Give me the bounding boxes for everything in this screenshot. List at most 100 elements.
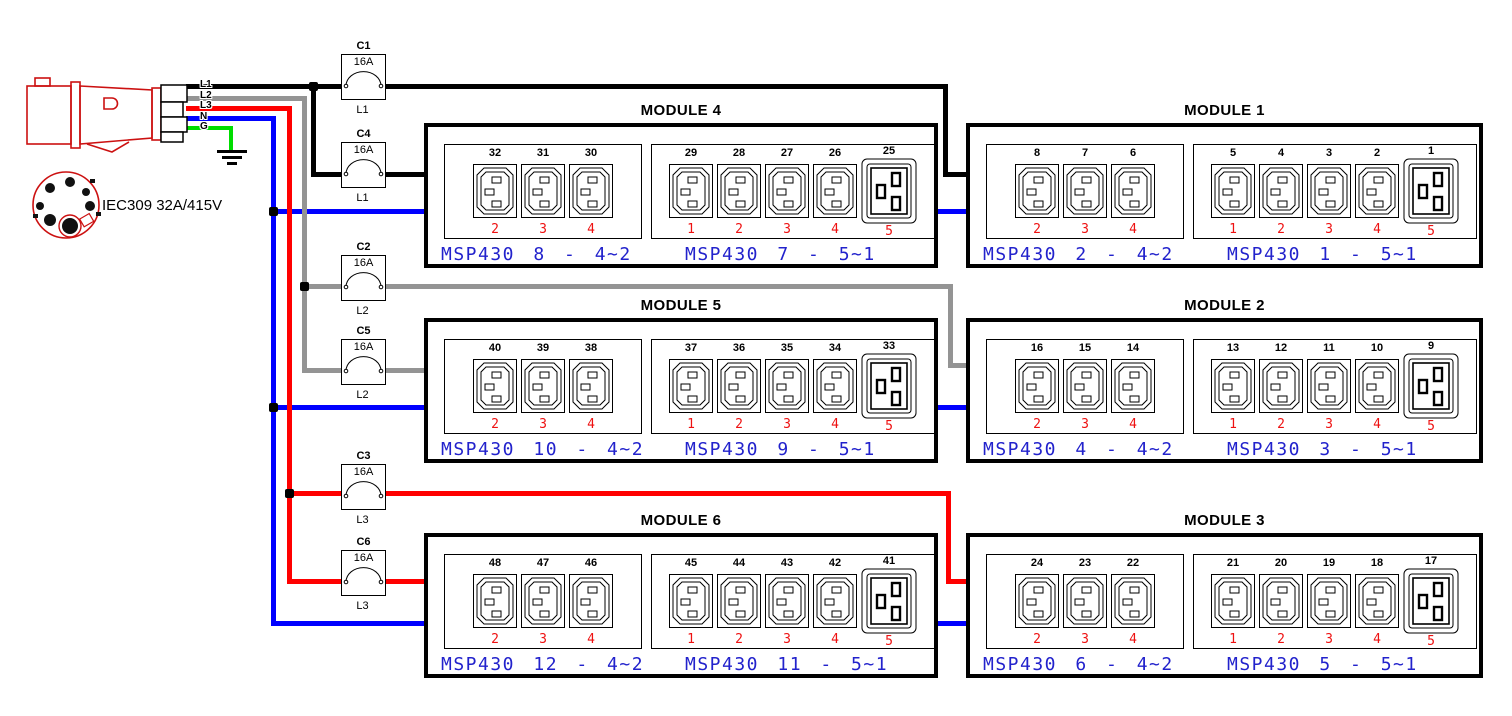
- ground-from-plug: [186, 126, 233, 130]
- breaker-arc-icon: [343, 567, 384, 585]
- c13-socket-icon: [1355, 164, 1399, 218]
- position-number: 1: [1229, 631, 1237, 647]
- c13-socket-icon: [1307, 359, 1351, 413]
- c13-socket-icon: [1259, 359, 1303, 413]
- outlet-c13-icon: [669, 574, 713, 628]
- position-number: 5: [885, 418, 893, 434]
- position-number: 2: [1033, 416, 1041, 432]
- outlet-c13-icon: [1063, 359, 1107, 413]
- outlet-c13-icon: [521, 574, 565, 628]
- position-number: 4: [831, 631, 839, 647]
- l1-into-module1: [943, 172, 972, 177]
- group-label: MSP430 2 - 4~2: [983, 244, 1174, 265]
- breaker-rating: 16A: [353, 56, 374, 68]
- outlet-c13-icon: [1307, 359, 1351, 413]
- c13-socket-icon: [473, 574, 517, 628]
- c13-socket-icon: [765, 574, 809, 628]
- outlet-c13-icon: [1015, 574, 1059, 628]
- outlet-c13-icon: [765, 164, 809, 218]
- position-number: 5: [1427, 418, 1435, 434]
- outlet-c13-icon: [1063, 574, 1107, 628]
- outlet-c13-icon: [1259, 359, 1303, 413]
- outlet-c13-icon: [473, 164, 517, 218]
- c13-socket-icon: [669, 359, 713, 413]
- outlet-number: 2: [1373, 146, 1381, 159]
- position-number: 3: [783, 416, 791, 432]
- outlet-number: 3: [1325, 146, 1333, 159]
- breaker-name: C5: [356, 325, 371, 337]
- group-label: MSP430 8 - 4~2: [441, 244, 632, 265]
- c13-socket-icon: [813, 359, 857, 413]
- outlet-c13-icon: [1111, 164, 1155, 218]
- outlet-number: 14: [1126, 341, 1140, 354]
- c13-socket-icon: [521, 164, 565, 218]
- position-number: 1: [1229, 221, 1237, 237]
- outlet-c13-icon: [1015, 359, 1059, 413]
- group-label: MSP430 4 - 4~2: [983, 439, 1174, 460]
- outlet-c19-icon: [861, 568, 917, 634]
- outlet-number: 12: [1274, 341, 1288, 354]
- module-title: MODULE 5: [640, 297, 722, 314]
- phase-label-l2: L2: [200, 90, 212, 101]
- n-from-plug: [186, 116, 276, 121]
- outlet-c13-icon: [1211, 574, 1255, 628]
- position-number: 4: [1373, 221, 1381, 237]
- iec309-connector-face-icon: [32, 171, 101, 239]
- outlet-c13-icon: [1355, 359, 1399, 413]
- c13-socket-icon: [1355, 359, 1399, 413]
- position-number: 3: [1325, 221, 1333, 237]
- outlet-c19-icon: [1403, 353, 1459, 419]
- c13-socket-icon: [717, 359, 761, 413]
- c13-socket-icon: [1015, 359, 1059, 413]
- group-label: MSP430 7 - 5~1: [685, 244, 876, 265]
- position-number: 5: [885, 223, 893, 239]
- l2-into-module2: [948, 363, 972, 368]
- breaker-phase: L3: [356, 514, 369, 526]
- position-number: 2: [1277, 221, 1285, 237]
- c13-socket-icon: [765, 164, 809, 218]
- position-number: 3: [539, 416, 547, 432]
- outlet-c13-icon: [717, 164, 761, 218]
- outlet-number: 1: [1427, 144, 1435, 157]
- outlet-number: 48: [488, 556, 502, 569]
- outlet-number: 24: [1030, 556, 1044, 569]
- outlet-c13-icon: [1063, 164, 1107, 218]
- position-number: 2: [1033, 631, 1041, 647]
- c13-socket-icon: [813, 164, 857, 218]
- outlet-c13-icon: [717, 359, 761, 413]
- c13-socket-icon: [1015, 574, 1059, 628]
- breaker-box: 16A: [341, 255, 386, 301]
- outlet-c13-icon: [569, 574, 613, 628]
- c13-socket-icon: [669, 574, 713, 628]
- position-number: 5: [1427, 633, 1435, 649]
- position-number: 3: [783, 221, 791, 237]
- breaker-rating: 16A: [353, 552, 374, 564]
- breaker-name: C2: [356, 241, 371, 253]
- position-number: 4: [1373, 631, 1381, 647]
- c13-socket-icon: [569, 359, 613, 413]
- c13-socket-icon: [717, 574, 761, 628]
- position-number: 3: [1325, 631, 1333, 647]
